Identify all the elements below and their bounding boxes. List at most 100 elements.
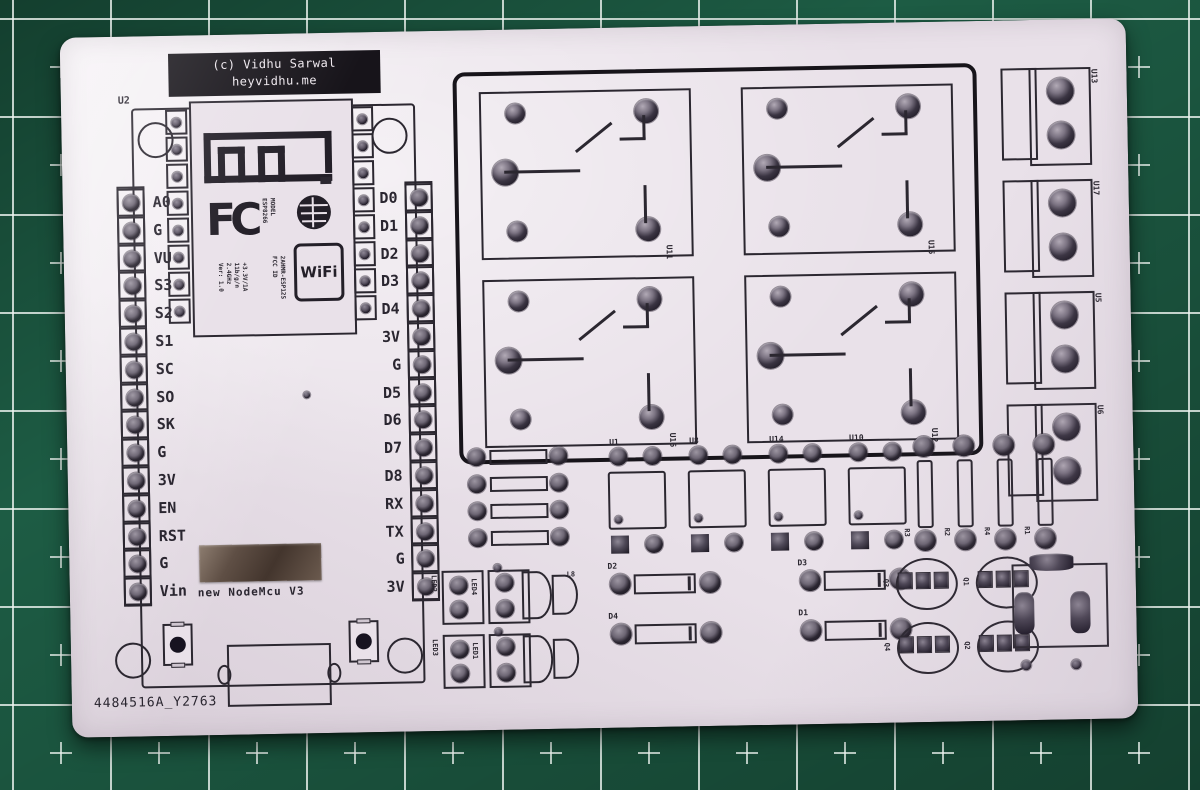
right-pin-label: 3V xyxy=(381,327,401,346)
ic-pad-3 xyxy=(610,535,630,554)
ic-ref-label: U1 xyxy=(609,437,619,447)
resistor-body-vertical xyxy=(1036,457,1054,526)
resistor-body-horizontal xyxy=(489,475,549,493)
esp-pad xyxy=(360,303,371,314)
usb-shield-tab-right xyxy=(327,662,342,684)
fcc-logo: FC xyxy=(205,194,257,247)
relay-ref-label: U16 xyxy=(668,432,678,448)
antenna-feed-pad xyxy=(320,176,332,185)
left-pin-pad[interactable] xyxy=(128,500,146,518)
relay-trace-no-stub-h xyxy=(623,325,650,329)
left-pin-label: VU xyxy=(153,248,172,267)
diode-body xyxy=(823,569,886,591)
left-pin-label: 3V xyxy=(157,470,177,490)
transistor-ref-label: Q4 xyxy=(882,642,892,652)
transistor-ref-label: Q1 xyxy=(961,577,970,586)
left-pin-label: G xyxy=(157,443,167,462)
left-pin-label: S3 xyxy=(154,276,173,295)
transistor-ref-label: Q2 xyxy=(962,641,972,650)
right-pin-label: D3 xyxy=(380,272,400,291)
resistor-body-vertical xyxy=(996,458,1014,527)
resistor-body-vertical xyxy=(956,459,974,528)
right-pin-pad[interactable] xyxy=(414,383,432,401)
left-pin-label: RST xyxy=(158,526,187,545)
test-point xyxy=(303,391,311,399)
copyright-line-2: heyvidhu.me xyxy=(231,73,318,89)
left-pin-label: A0 xyxy=(152,192,171,212)
ic-ref-label: U10 xyxy=(849,433,864,443)
esp-pad xyxy=(359,222,370,233)
right-pin-label: D7 xyxy=(383,438,403,458)
esp-pad xyxy=(357,141,368,152)
resistor-ref-label: R1 xyxy=(1022,526,1031,535)
terminal-ref-label: U6 xyxy=(1095,404,1105,415)
pcb-board: (c) Vidhu Sarwal heyvidhu.me U2 xyxy=(59,18,1139,738)
right-pin-label: D5 xyxy=(382,383,402,402)
transistor-ref-label: Q3 xyxy=(881,578,890,588)
micro-usb-connector[interactable] xyxy=(226,642,332,707)
transistor-footprint xyxy=(895,557,959,611)
module-side-text-1: ESP8266 xyxy=(260,198,269,224)
diode-ref-label: D3 xyxy=(797,558,808,568)
right-pin-pad[interactable] xyxy=(416,522,434,540)
module-spec-2: 2.4GHz xyxy=(224,262,233,285)
left-pin-label: SK xyxy=(156,415,176,434)
resistor-ref-label: R3 xyxy=(902,528,911,537)
left-pin-pad[interactable] xyxy=(123,222,141,240)
transistor-footprint xyxy=(896,621,960,675)
led-ref-label: LED3 xyxy=(430,638,440,656)
right-pin-pad[interactable] xyxy=(413,355,431,374)
board-serial-number: 4484516A_Y2763 xyxy=(93,694,218,712)
relay-trace-no-stub xyxy=(907,298,912,323)
power-jack-pad-top xyxy=(1029,553,1074,572)
right-pin-label: D8 xyxy=(384,466,403,485)
ic-ref-label: U14 xyxy=(769,434,784,444)
module-side-text-4: 2AHMR-ESP12S xyxy=(278,255,287,300)
left-pin-label: S1 xyxy=(155,331,174,351)
relay-ref-label: U15 xyxy=(926,239,936,255)
resistor-ref-label: R2 xyxy=(942,527,951,537)
left-pin-pad[interactable] xyxy=(128,527,146,546)
right-pin-label: TX xyxy=(385,522,404,541)
right-pin-label: G xyxy=(391,355,402,374)
right-pin-pad[interactable] xyxy=(416,494,434,513)
right-pin-label: G xyxy=(395,549,405,569)
ref-u2: U2 xyxy=(117,95,130,107)
esp-pad xyxy=(173,225,184,236)
module-spec-1: Ver: 1.0 xyxy=(216,262,225,292)
power-jack-pad-left xyxy=(1013,592,1035,635)
wifi-logo-text: WiFi xyxy=(300,262,338,282)
left-pin-label: G xyxy=(153,220,163,239)
module-spec-3: 11b/g/n xyxy=(232,262,241,288)
led-ref-label-2: LED1 xyxy=(470,642,480,660)
ic-pad-3 xyxy=(690,534,710,553)
resistor-body-horizontal xyxy=(490,529,550,547)
diode-body xyxy=(824,619,887,641)
led-marker-dot xyxy=(494,627,503,636)
flash-button[interactable] xyxy=(162,621,194,668)
ic-pin1-marker xyxy=(694,514,703,523)
diode-body xyxy=(634,623,697,645)
led-body-outline xyxy=(522,634,554,684)
left-pin-pad[interactable] xyxy=(123,249,141,268)
led-ref-label: LED2 xyxy=(429,574,438,592)
right-pin-pad[interactable] xyxy=(411,244,429,263)
power-jack-pad-right xyxy=(1069,591,1091,634)
resistor-body-horizontal xyxy=(489,448,548,466)
resistor-ref-label: R4 xyxy=(982,526,991,536)
left-pin-pad[interactable] xyxy=(126,388,144,407)
wifi-logo: WiFi xyxy=(293,242,345,302)
terminal-ref-label: U5 xyxy=(1093,292,1103,303)
right-pin-pad[interactable] xyxy=(411,216,429,235)
diode-body xyxy=(633,573,696,595)
reset-button[interactable] xyxy=(348,618,380,665)
copyright-bar: (c) Vidhu Sarwal heyvidhu.me xyxy=(167,49,381,97)
left-pin-pad[interactable] xyxy=(125,361,143,379)
diode-ref-label: D2 xyxy=(607,561,618,571)
ic-pad-3 xyxy=(850,531,870,550)
right-pin-label: 3V xyxy=(386,577,405,597)
module-name-label: new NodeMcu V3 xyxy=(197,584,305,600)
right-pin-label: D2 xyxy=(380,244,399,263)
diode-ref-label: D1 xyxy=(798,608,809,618)
